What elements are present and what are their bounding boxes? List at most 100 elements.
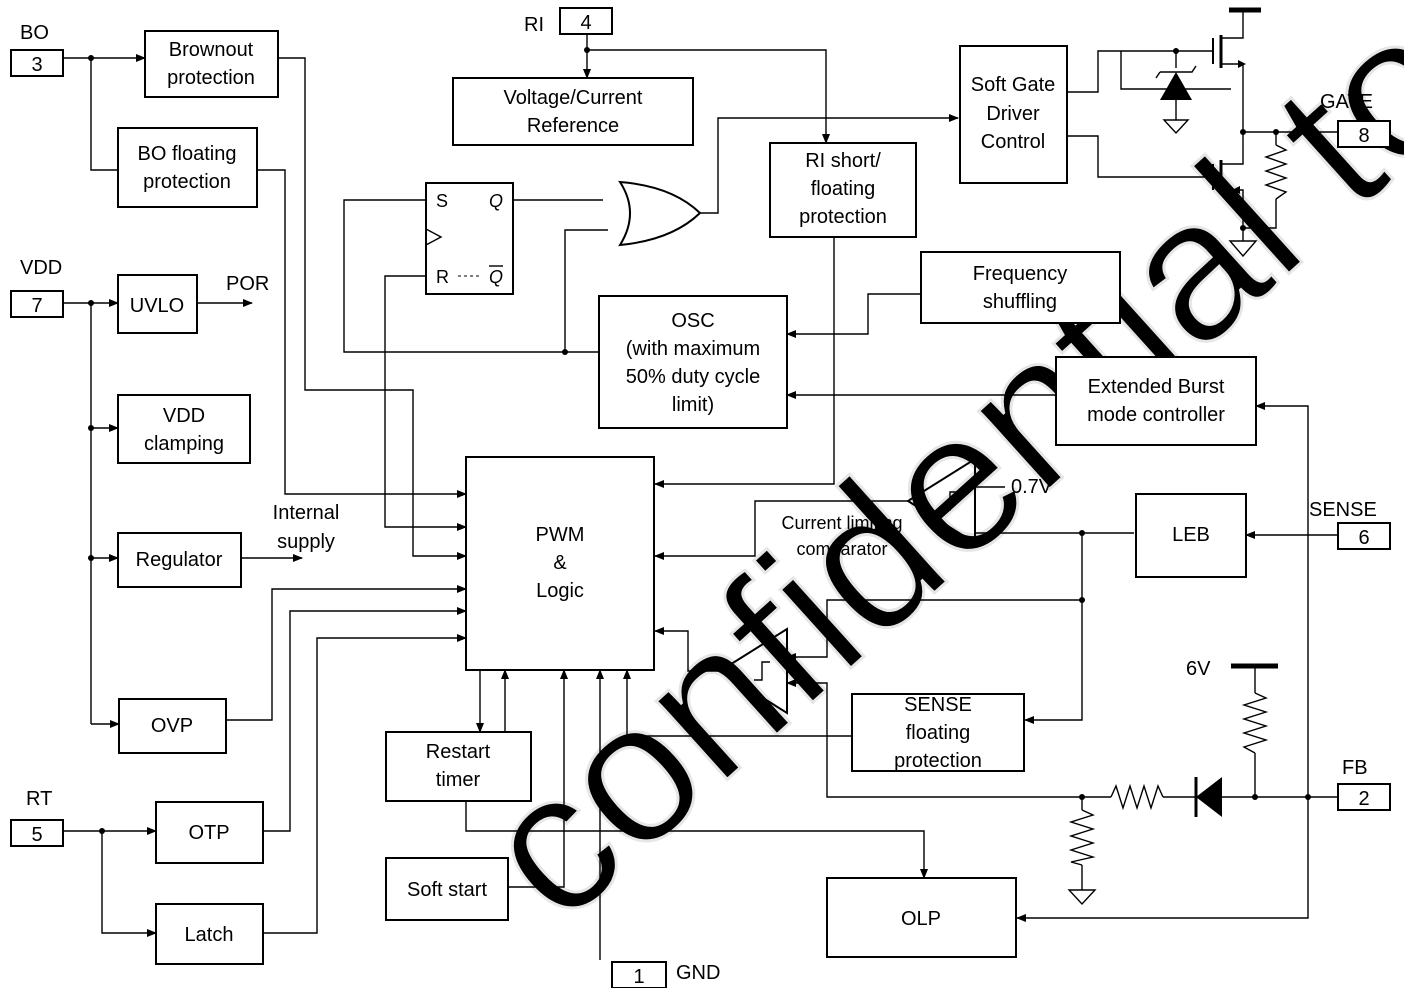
svg-text:R: R <box>436 267 449 287</box>
pin-gnd: 1 GND <box>611 961 720 988</box>
svg-text:GATE: GATE <box>1320 91 1373 113</box>
svg-text:1: 1 <box>633 966 644 988</box>
svg-text:Q: Q <box>489 267 503 287</box>
vdd-clamping-block: VDD clamping <box>117 394 251 464</box>
svg-text:mode controller: mode controller <box>1087 404 1225 426</box>
svg-text:Extended Burst: Extended Burst <box>1088 376 1225 398</box>
series-resistor <box>1110 783 1164 811</box>
high-side-transistor <box>1212 35 1246 68</box>
svg-text:3: 3 <box>31 54 42 76</box>
svg-text:supply: supply <box>277 531 335 553</box>
restart-timer-block: Restart timer <box>385 731 532 802</box>
pin-sense: SENSE 6 <box>1309 499 1391 550</box>
pin-bo: BO 3 <box>10 22 64 77</box>
zener-ground-icon <box>1162 119 1190 135</box>
svg-text:Control: Control <box>981 131 1045 153</box>
floating-detection-comparator <box>718 627 788 715</box>
svg-text:Brownout: Brownout <box>169 39 254 61</box>
voltage-current-reference-block: Voltage/Current Reference <box>452 77 694 146</box>
svg-text:SENSE: SENSE <box>904 694 972 716</box>
driver-ground-icon <box>1228 240 1258 258</box>
ovp-block: OVP <box>118 698 227 754</box>
sense-floating-protection-block: SENSE floating protection <box>851 693 1025 772</box>
or-gate <box>618 180 702 247</box>
svg-text:VDD: VDD <box>20 257 62 279</box>
pin-gate: GATE 8 <box>1320 91 1391 148</box>
svg-text:5: 5 <box>31 824 42 846</box>
svg-text:Current limiting: Current limiting <box>781 513 902 533</box>
svg-text:OVP: OVP <box>151 715 193 737</box>
svg-text:Voltage/Current: Voltage/Current <box>504 87 643 109</box>
svg-text:8: 8 <box>1358 125 1369 147</box>
svg-text:&: & <box>553 552 567 574</box>
svg-text:Latch: Latch <box>185 924 234 946</box>
pin-vdd: VDD 7 <box>10 257 64 318</box>
shunt-resistor <box>1068 809 1096 866</box>
svg-text:protection: protection <box>167 67 255 89</box>
zener-diode <box>1155 65 1197 100</box>
svg-text:GND: GND <box>676 962 720 984</box>
frequency-shuffling-block: Frequency shuffling <box>920 251 1121 324</box>
fb-diode <box>1194 777 1222 817</box>
svg-text:Driver: Driver <box>986 103 1040 125</box>
uvlo-block: UVLO <box>117 274 198 334</box>
svg-text:Regulator: Regulator <box>136 549 223 571</box>
soft-gate-driver-control-block: Soft Gate Driver Control <box>959 45 1068 184</box>
svg-text:S: S <box>436 191 448 211</box>
pin-ri: RI 4 <box>524 7 613 36</box>
svg-text:4: 4 <box>580 12 591 34</box>
svg-text:floating: floating <box>906 722 971 744</box>
svg-text:RI: RI <box>524 14 544 36</box>
brownout-protection-block: Brownout protection <box>144 30 279 98</box>
soft-start-block: Soft start <box>385 857 509 921</box>
pullup-resistor <box>1241 692 1269 754</box>
svg-text:Frequency: Frequency <box>973 263 1068 285</box>
gate-pulldown-resistor <box>1263 144 1289 200</box>
svg-text:timer: timer <box>436 769 481 791</box>
svg-text:RT: RT <box>26 788 52 810</box>
olp-block: OLP <box>826 877 1017 958</box>
ri-short-floating-protection-block: RI short/ floating protection <box>769 142 917 238</box>
svg-text:7: 7 <box>31 295 42 317</box>
svg-text:limit): limit) <box>672 394 714 416</box>
leb-block: LEB <box>1135 493 1247 578</box>
svg-text:shuffling: shuffling <box>983 291 1057 313</box>
svg-text:Restart: Restart <box>426 741 491 763</box>
otp-block: OTP <box>155 801 264 864</box>
svg-text:clamping: clamping <box>144 433 224 455</box>
svg-text:Internal: Internal <box>273 502 340 524</box>
svg-text:FB: FB <box>1342 757 1368 779</box>
svg-text:(with maximum: (with maximum <box>626 338 760 360</box>
pin-rt: RT 5 <box>10 788 64 847</box>
supply-bar <box>1229 7 1261 35</box>
current-limiting-comparator: 0.7V Current limiting comparator <box>781 457 1053 559</box>
pin-fb: FB 2 <box>1337 757 1391 811</box>
svg-text:protection: protection <box>894 750 982 772</box>
svg-text:Soft start: Soft start <box>407 879 487 901</box>
pwm-logic-block: PWM & Logic <box>465 456 655 671</box>
svg-text:BO floating: BO floating <box>138 143 237 165</box>
svg-text:OLP: OLP <box>901 908 941 930</box>
svg-text:LEB: LEB <box>1172 524 1210 546</box>
svg-text:OTP: OTP <box>188 822 229 844</box>
svg-text:UVLO: UVLO <box>130 295 184 317</box>
svg-text:protection: protection <box>143 171 231 193</box>
sr-flipflop: S Q R Q <box>425 182 514 295</box>
svg-text:RI short/: RI short/ <box>805 150 881 172</box>
svg-text:OSC: OSC <box>671 310 714 332</box>
low-side-transistor <box>1212 150 1244 195</box>
internal-supply-label: Internal supply <box>273 502 340 553</box>
svg-text:Soft Gate: Soft Gate <box>971 74 1056 96</box>
fb-ground-icon <box>1067 889 1097 906</box>
regulator-block: Regulator <box>117 532 242 588</box>
latch-block: Latch <box>155 903 264 965</box>
svg-text:comparator: comparator <box>796 539 887 559</box>
svg-text:6V: 6V <box>1186 658 1211 680</box>
por-label: POR <box>226 273 269 295</box>
junction-dots <box>88 47 1311 834</box>
bo-floating-protection-block: BO floating protection <box>117 127 258 208</box>
svg-text:PWM: PWM <box>536 524 585 546</box>
svg-text:0.7V: 0.7V <box>1011 476 1053 498</box>
6v-supply: 6V <box>1186 658 1278 680</box>
